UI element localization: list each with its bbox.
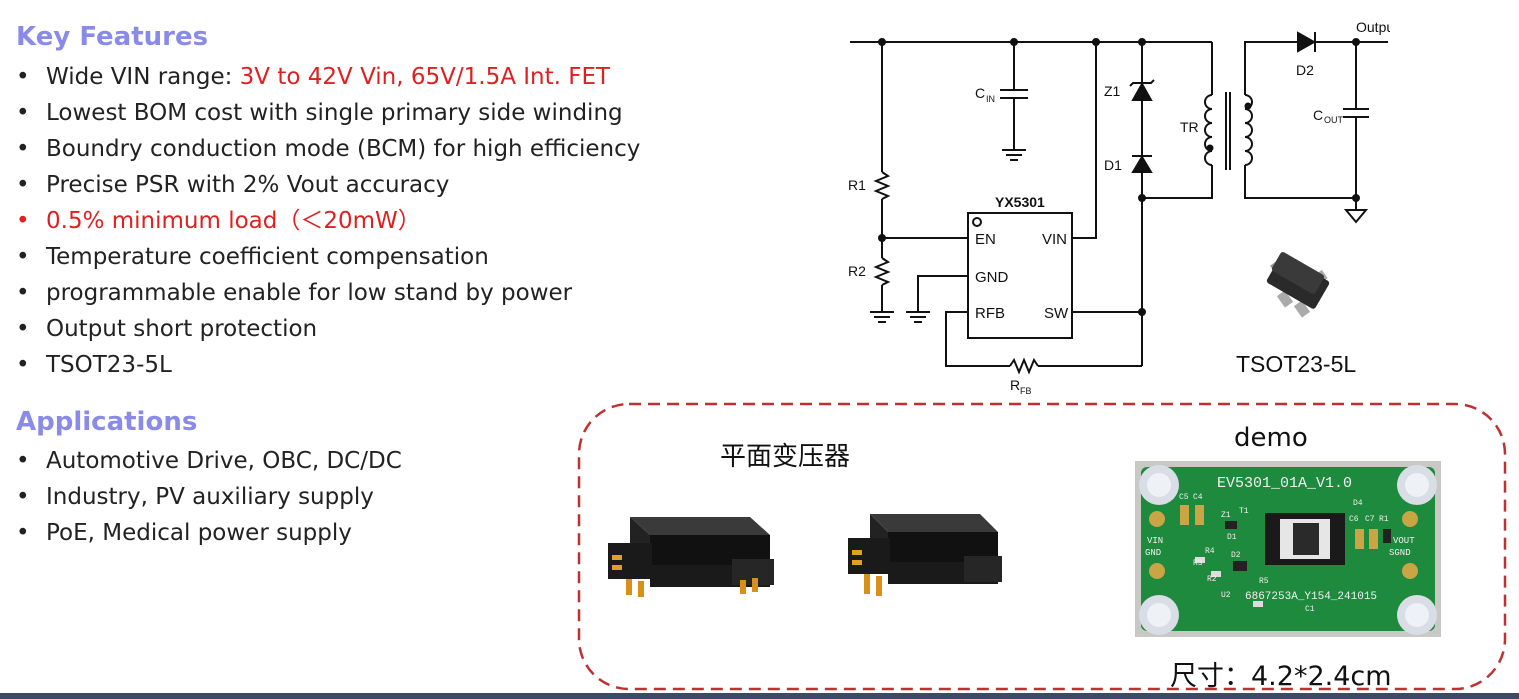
size-caption: 尺寸：4.2*2.4cm xyxy=(1170,661,1392,692)
pin-sw: SW xyxy=(1044,305,1069,322)
pcb-part-d2: D2 xyxy=(1231,551,1241,560)
bottom-bar xyxy=(0,693,1519,699)
rfb-resistor xyxy=(1009,357,1039,375)
pcb-label-sgnd: SGND xyxy=(1389,548,1411,558)
d1-label: D1 xyxy=(1104,157,1122,173)
pin-gnd: GND xyxy=(975,269,1009,286)
polarity-dot xyxy=(1206,144,1214,152)
feature-prefix: Wide VIN range: xyxy=(46,64,240,90)
r1-label: R1 xyxy=(848,177,866,193)
r2-resistor xyxy=(873,257,891,286)
transformer-caption: 平面变压器 xyxy=(720,442,851,472)
pcb-label-vin: VIN xyxy=(1147,536,1163,546)
r2-label: R2 xyxy=(848,263,866,279)
pcb-part-t1: T1 xyxy=(1239,507,1249,516)
ground-icon xyxy=(1343,209,1369,224)
pin-en: EN xyxy=(975,231,996,248)
pcb-part-r1: R1 xyxy=(1379,515,1389,524)
pcb-part-c1: C1 xyxy=(1305,605,1315,614)
d1-diode xyxy=(1131,155,1153,173)
pcb-part-c6: C6 xyxy=(1349,515,1359,524)
application-item: Automotive Drive, OBC, DC/DC xyxy=(16,443,402,479)
pcb-label-vout: VOUT xyxy=(1393,536,1415,546)
pcb-part-d4: D4 xyxy=(1353,499,1363,508)
cin-sub: IN xyxy=(986,94,995,104)
application-item: Industry, PV auxiliary supply xyxy=(16,479,402,515)
key-features-heading: Key Features xyxy=(16,22,209,52)
ic-name: YX5301 xyxy=(995,194,1045,210)
feature-item: Lowest BOM cost with single primary side… xyxy=(16,95,640,131)
pcb-part-z1: Z1 xyxy=(1221,511,1231,520)
pcb-code: 6867253A_Y154_241015 xyxy=(1245,591,1377,603)
pcb-part-r2: R2 xyxy=(1207,575,1217,584)
feature-item: Boundry conduction mode (BCM) for high e… xyxy=(16,131,640,167)
d2-diode xyxy=(1297,31,1317,53)
application-item: PoE, Medical power supply xyxy=(16,515,402,551)
cout-sub: OUT xyxy=(1324,115,1344,125)
pcb-part-r4: R4 xyxy=(1205,547,1215,556)
feature-item: programmable enable for low stand by pow… xyxy=(16,275,640,311)
pin-rfb: RFB xyxy=(975,305,1005,322)
feature-item: Precise PSR with 2% Vout accuracy xyxy=(16,167,640,203)
d2-label: D2 xyxy=(1296,62,1314,78)
output-label: Output xyxy=(1356,19,1390,35)
pcb-title: EV5301_01A_V1.0 xyxy=(1217,475,1352,492)
pin-vin: VIN xyxy=(1042,231,1067,248)
demo-caption: demo xyxy=(1234,423,1308,453)
r1-resistor xyxy=(873,171,891,200)
tsot23-package-image xyxy=(1266,252,1330,318)
pcb-label-gnd: GND xyxy=(1145,548,1161,558)
pin1-marker xyxy=(972,217,982,227)
polarity-dot xyxy=(1244,102,1252,110)
feature-item: Temperature coefficient compensation xyxy=(16,239,640,275)
pcb-part-d1: D1 xyxy=(1227,533,1237,542)
pcb-part-c5: C5 xyxy=(1179,493,1189,502)
pcb-part-c7: C7 xyxy=(1365,515,1375,524)
cin-label: C xyxy=(975,85,985,101)
applications-heading: Applications xyxy=(16,407,198,437)
primary-winding xyxy=(1204,94,1213,166)
demo-board-image: EV5301_01A_V1.0 6867253A_Y154_241015 VIN… xyxy=(1135,461,1441,637)
applications-list: Automotive Drive, OBC, DC/DC Industry, P… xyxy=(16,443,402,551)
junction-dot xyxy=(1352,194,1360,202)
feature-item: TSOT23-5L xyxy=(16,347,640,383)
pcb-part-r5: R5 xyxy=(1259,577,1269,586)
dashed-frame xyxy=(577,402,1507,691)
flyback-schematic: C IN R1 R2 YX5301 EN GND RFB VIN SW R FB… xyxy=(848,19,1390,396)
rfb-sub: FB xyxy=(1020,386,1032,396)
feature-highlight: 3V to 42V Vin, 65V/1.5A Int. FET xyxy=(239,64,611,90)
pcb-part-u2: U2 xyxy=(1221,591,1231,600)
feature-item-highlighted: 0.5% minimum load（＜20mW） xyxy=(16,203,640,239)
feature-item: Output short protection xyxy=(16,311,640,347)
planar-transformer-image xyxy=(848,514,1002,596)
pcb-part-c4: C4 xyxy=(1193,493,1203,502)
pcb-part-r3: R3 xyxy=(1193,559,1203,568)
cout-label: C xyxy=(1313,107,1323,123)
package-caption: TSOT23-5L xyxy=(1236,351,1357,377)
key-features-list: Wide VIN range: 3V to 42V Vin, 65V/1.5A … xyxy=(16,59,640,383)
tr-label: TR xyxy=(1180,119,1199,135)
z1-label: Z1 xyxy=(1104,83,1121,99)
rfb-label: R xyxy=(1010,377,1020,393)
feature-item: Wide VIN range: 3V to 42V Vin, 65V/1.5A … xyxy=(16,59,640,95)
z1-zener xyxy=(1131,81,1153,101)
planar-transformer-image xyxy=(608,517,774,597)
